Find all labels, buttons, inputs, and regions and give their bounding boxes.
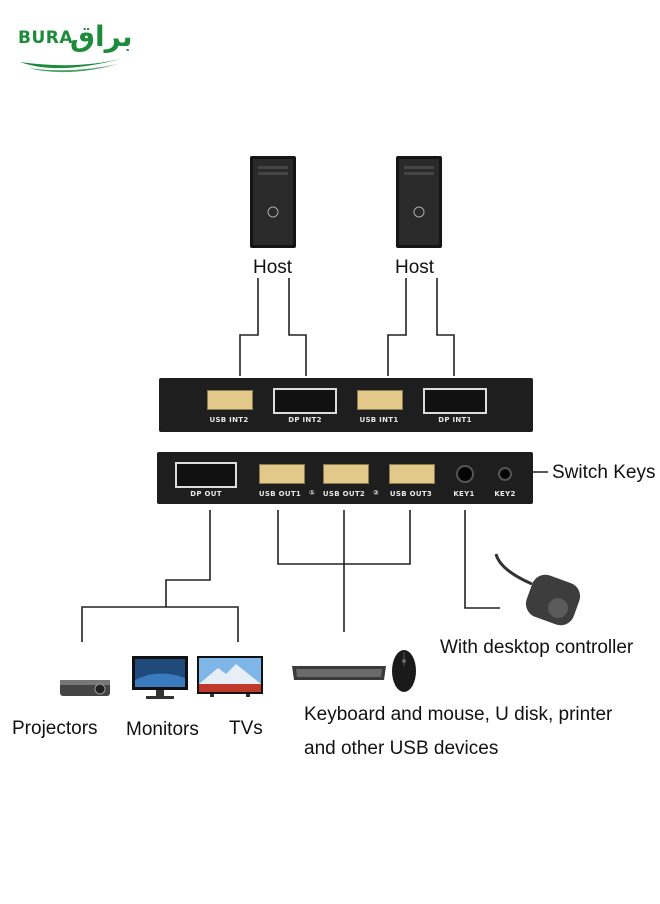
port-label: KEY2 (494, 490, 516, 498)
displayport-icon (175, 462, 237, 488)
port-label: USB INT2 (209, 416, 249, 424)
monitor (130, 654, 190, 705)
projector (56, 672, 112, 705)
desktop-controller (490, 548, 586, 633)
monitor-icon (132, 656, 188, 699)
host-pc-1 (250, 156, 296, 253)
host-label-2: Host (395, 257, 435, 278)
mouse-icon (392, 650, 416, 692)
usb-port-icon (323, 464, 369, 484)
port-label: DP INT2 (288, 416, 322, 424)
port-label: DP OUT (190, 490, 222, 498)
tvs-label: TVs (229, 718, 263, 739)
usb-devices-label-1: Keyboard and mouse, U disk, printer (304, 704, 613, 725)
port-marker-1: ① (308, 489, 316, 497)
monitors-label: Monitors (126, 719, 199, 740)
host-pc-2 (396, 156, 442, 253)
switch-keys-label: Switch Keys (552, 462, 656, 483)
usb-devices-label-2: and other USB devices (304, 738, 499, 759)
port-label: USB OUT2 (322, 490, 366, 498)
keyboard (290, 662, 388, 687)
logo-latin: BURA (18, 28, 74, 48)
desktop-controller-label: With desktop controller (440, 637, 634, 658)
pc-tower-icon (396, 156, 442, 248)
usb-port-icon (207, 390, 253, 410)
logo-arabic: براق (70, 20, 133, 53)
usb-port-icon (357, 390, 403, 410)
port-label: KEY1 (453, 490, 475, 498)
displayport-icon (273, 388, 337, 414)
tv (196, 654, 264, 703)
projectors-label: Projectors (12, 718, 98, 739)
kvm-output-panel: DP OUT USB OUT1 ① USB OUT2 ② USB OUT3 KE… (157, 452, 533, 504)
port-label: USB OUT1 (258, 490, 302, 498)
projector-icon (60, 680, 110, 696)
key-button-icon (498, 467, 512, 481)
usb-port-icon (389, 464, 435, 484)
usb-port-icon (259, 464, 305, 484)
port-label: USB INT1 (359, 416, 399, 424)
port-label: DP INT1 (438, 416, 472, 424)
host-label-1: Host (253, 257, 293, 278)
mouse (390, 648, 418, 699)
kvm-input-panel: USB INT2 DP INT2 USB INT1 DP INT1 (159, 378, 533, 432)
brand-logo: BURA براق (18, 20, 133, 76)
logo-swoosh-icon (20, 58, 124, 73)
port-label: USB OUT3 (389, 490, 433, 498)
keyboard-icon (292, 666, 386, 680)
key-jack-icon (456, 465, 474, 483)
tv-icon (197, 656, 263, 697)
wired-controller-icon (494, 553, 581, 626)
displayport-icon (423, 388, 487, 414)
pc-tower-icon (250, 156, 296, 248)
port-marker-2: ② (372, 489, 380, 497)
